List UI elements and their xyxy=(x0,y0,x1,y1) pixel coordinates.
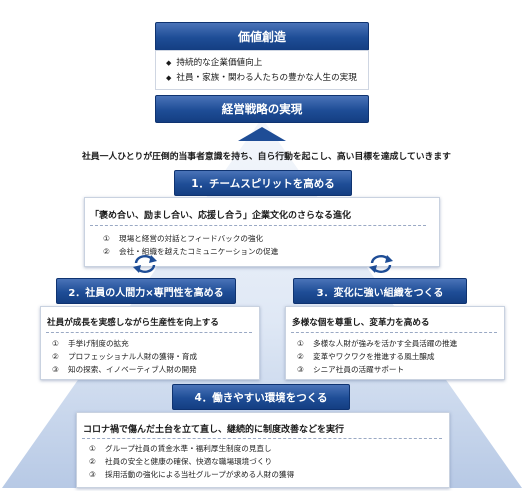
pillar1-title-bar: 1．チームスピリットを高める xyxy=(174,170,352,196)
tagline: 社員一人ひとりが圧倒的当事者意識を持ち、自ら行動を起こし、高い目標を達成していき… xyxy=(82,152,451,162)
diamond-icon: ◆ xyxy=(166,74,172,82)
pillar4-panel xyxy=(76,412,450,488)
refresh-cycle-icon xyxy=(369,255,393,273)
pillar3-panel xyxy=(285,306,505,380)
strategy-bar: 経営戦略の実現 xyxy=(155,95,369,123)
value-creation-title: 価値創造 xyxy=(155,22,369,51)
up-arrow-icon xyxy=(238,127,286,141)
pillar4-headline: コロナ禍で傷んだ土台を立て直し、継続的に制度改善などを実行 xyxy=(83,425,345,435)
diamond-icon: ◆ xyxy=(166,59,172,67)
pillar2-title-bar: 2．社員の人間力×専門性を高める xyxy=(56,278,236,304)
pillar4-divider xyxy=(82,438,442,439)
pillar1-headline: 「褒め合い、励まし合い、応援し合う」企業文化のさらなる進化 xyxy=(90,211,352,221)
pillar3-title-bar: 3．変化に強い組織をつくる xyxy=(293,278,467,304)
value-bullet-1: ◆持続的な企業価値向上 xyxy=(166,58,263,68)
pillar3-headline: 多様な個を尊重し、変革力を高める xyxy=(292,318,430,328)
pillar1-divider xyxy=(90,225,426,226)
pillar2-divider xyxy=(46,332,252,333)
pillar4-title-bar: 4．働きやすい環境をつくる xyxy=(172,384,350,410)
value-bullet-2: ◆社員・家族・関わる人たちの豊かな人生の実現 xyxy=(166,73,357,83)
pillar3-divider xyxy=(291,332,497,333)
refresh-cycle-icon xyxy=(133,255,157,273)
pillar2-headline: 社員が成長を実感しながら生産性を向上する xyxy=(47,318,219,328)
value-creation-panel xyxy=(155,50,369,90)
pillar2-panel xyxy=(40,306,260,380)
